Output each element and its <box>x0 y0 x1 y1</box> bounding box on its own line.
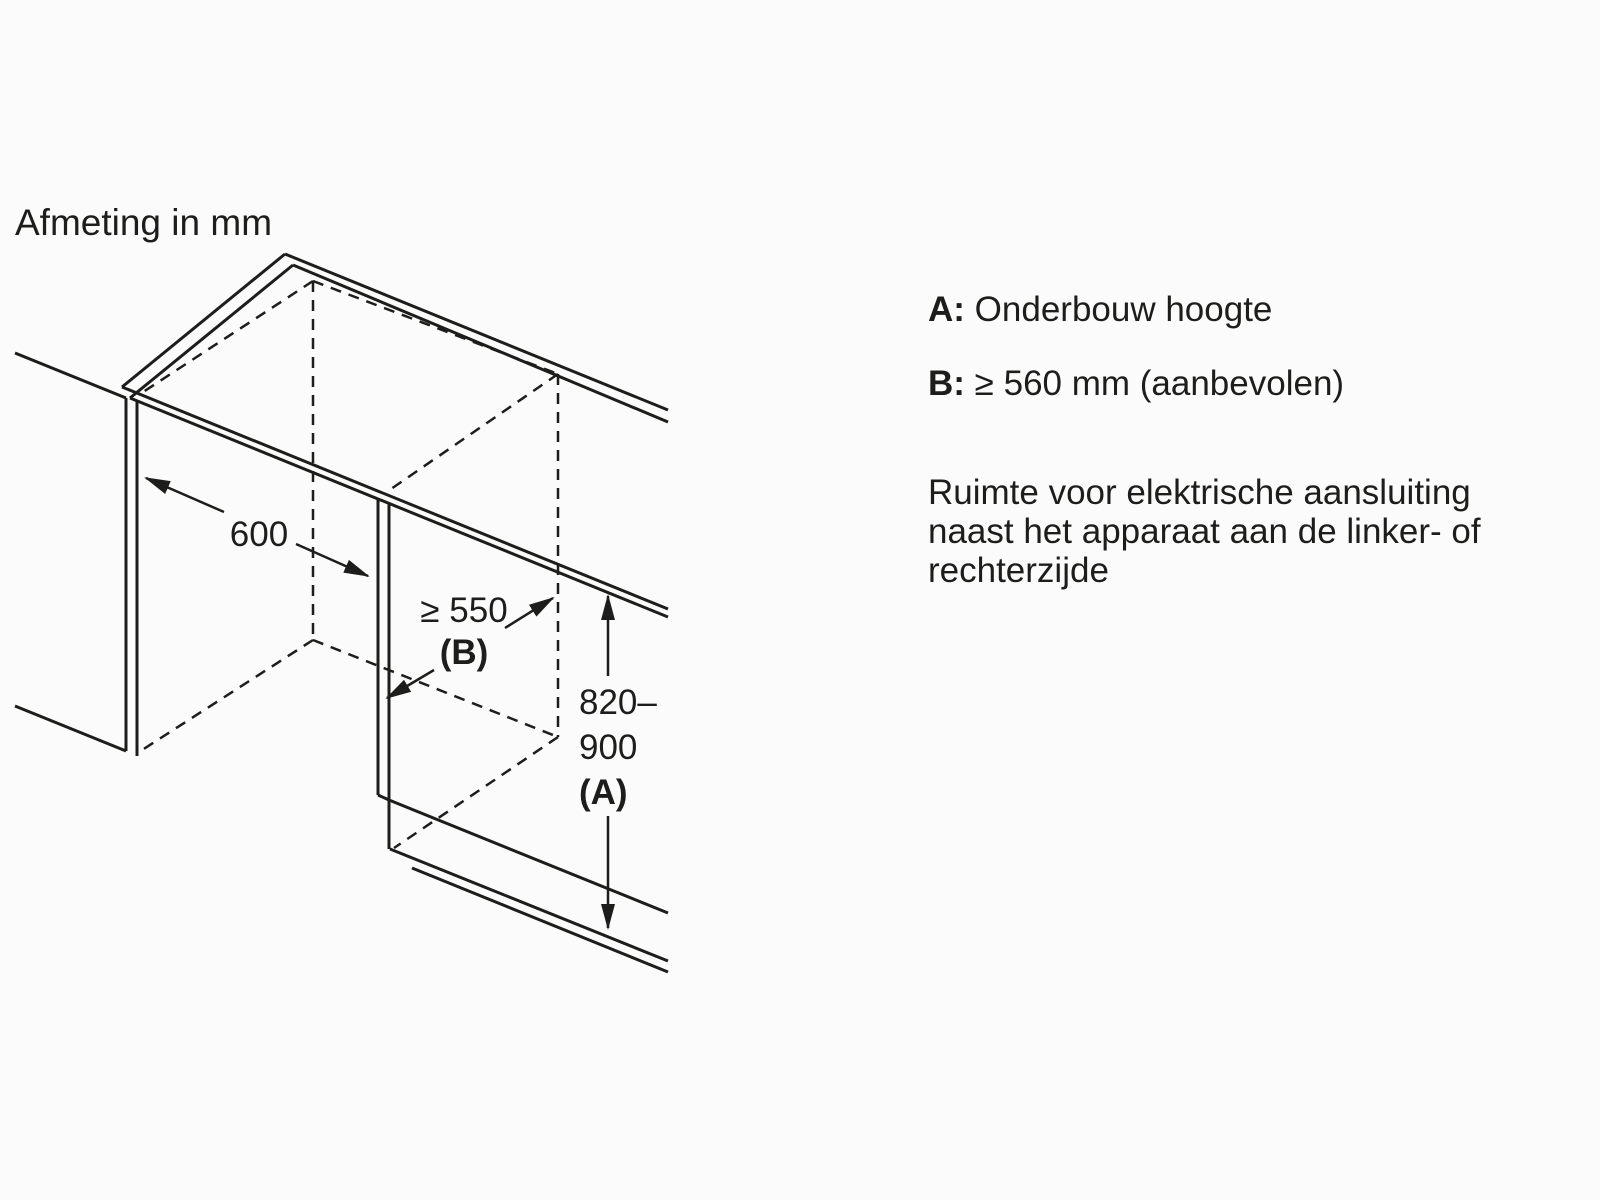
left-cabinet-outline <box>14 351 139 756</box>
dim-height-label-line2: 900 <box>579 728 637 767</box>
page-title: Afmeting in mm <box>15 202 273 243</box>
legend-note: Ruimte voor elektrische aansluiting naas… <box>928 473 1481 590</box>
legend-item-b: B: ≥ 560 mm (aanbevolen) <box>928 364 1344 404</box>
dim-height-label-line1: 820– <box>579 683 657 722</box>
legend-note-line-1: Ruimte voor elektrische aansluiting <box>928 473 1471 512</box>
legend-key-b: B: <box>928 364 965 403</box>
dim-depth-label: ≥ 550 <box>420 591 507 630</box>
legend-key-a: A: <box>928 290 965 329</box>
legend-note-line-3: rechterzijde <box>928 551 1109 590</box>
dimension-labels: 600 ≥ 550 (B) 820– 900 (A) <box>230 515 658 812</box>
legend-text-b: ≥ 560 mm (aanbevolen) <box>974 364 1345 403</box>
right-cabinet-outline <box>376 499 669 974</box>
dim-depth-ref-label: (B) <box>440 633 489 672</box>
legend-note-line-2: naast het apparaat aan de linker- of <box>928 512 1481 551</box>
niche-dashed-box <box>138 279 560 850</box>
dimension-arrows <box>144 476 615 930</box>
worktop-outline <box>121 252 669 619</box>
dim-width-label: 600 <box>230 515 288 554</box>
dim-height-ref-label: (A) <box>579 773 628 812</box>
legend-text-a: Onderbouw hoogte <box>974 290 1273 329</box>
legend-item-a: A: Onderbouw hoogte <box>928 290 1272 330</box>
